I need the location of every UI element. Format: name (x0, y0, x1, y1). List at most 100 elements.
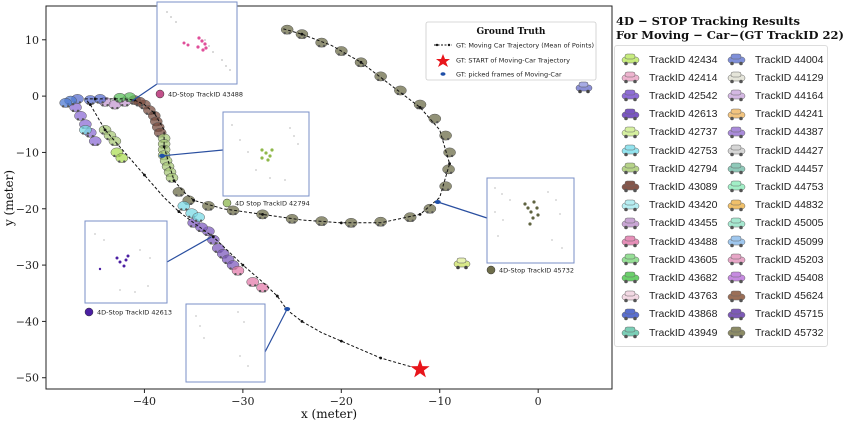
track-marker (280, 24, 294, 35)
legend-item-label: TrackID 45099 (755, 235, 824, 248)
car-icon (621, 326, 640, 339)
legend-item-label: TrackID 43488 (649, 235, 718, 248)
legend-item-label: TrackID 42794 (649, 162, 718, 175)
callout-line (162, 149, 224, 157)
car-icon (727, 217, 746, 230)
car-icon (727, 253, 746, 266)
legend-item: TrackID 42434 (621, 51, 717, 68)
legend-item: TrackID 43455 (621, 215, 717, 232)
legend-item: TrackID 44241 (727, 106, 823, 123)
track-marker (423, 203, 437, 214)
car-icon (727, 71, 746, 84)
track-marker (231, 265, 245, 276)
inset-marker-42613 (84, 307, 94, 317)
x-tick-label: −20 (330, 395, 353, 408)
inset-panel-empty (185, 303, 266, 383)
car-icon (621, 181, 640, 193)
track-marker (413, 99, 427, 110)
gt-trajectory (84, 28, 451, 371)
legend-item-label: TrackID 42613 (649, 108, 718, 121)
legend-item: TrackID 44427 (727, 142, 823, 159)
x-tick-label: −30 (231, 395, 254, 408)
track-marker (246, 277, 259, 287)
car-icon (727, 144, 746, 157)
legend-item-label: TrackID 45715 (755, 308, 824, 321)
car-icon (727, 53, 746, 66)
legend-item-label: TrackID 42753 (649, 144, 718, 157)
gt-trajectory-point (88, 103, 92, 106)
legend-item: TrackID 42414 (621, 69, 717, 86)
track-marker (394, 85, 407, 96)
track-marker (428, 113, 442, 124)
gt-trajectory-point (418, 212, 422, 216)
track-marker (172, 187, 186, 197)
gt-trajectory-point (192, 198, 196, 202)
x-tick-label: −40 (133, 395, 156, 408)
legend-item: TrackID 43949 (621, 324, 717, 341)
gt-trajectory-point (241, 263, 245, 267)
legend-item-label: TrackID 43089 (649, 180, 718, 193)
car-icon (621, 199, 640, 211)
legend-item: TrackID 42542 (621, 87, 717, 104)
legend-item: TrackID 43682 (621, 269, 717, 286)
legend-item: TrackID 44004 (727, 51, 823, 68)
gt-trajectory-point (339, 339, 343, 343)
car-icon (621, 126, 640, 139)
gt-trajectory-point (152, 111, 156, 115)
picked-frame-marker (434, 200, 441, 205)
legend-item: TrackID 43420 (621, 197, 717, 214)
legend-item: TrackID 45624 (727, 288, 823, 305)
car-icon (621, 290, 640, 302)
legend-title: 4D − STOP Tracking Results For Moving − … (616, 14, 844, 42)
track-marker (403, 212, 417, 223)
legend-item: TrackID 45408 (727, 269, 823, 286)
track-marker (88, 136, 102, 147)
car-icon (727, 235, 746, 248)
gt-trajectory-point (103, 128, 107, 132)
legend-item-label: TrackID 44427 (755, 144, 824, 157)
legend-item-label: TrackID 43420 (649, 199, 718, 212)
legend-item-label: TrackID 44387 (755, 126, 824, 139)
legend-item: TrackID 44129 (727, 69, 823, 86)
legend-item: TrackID 45203 (727, 251, 823, 268)
track-marker (113, 92, 127, 103)
legend-item-label: TrackID 45732 (755, 326, 824, 339)
legend-item-label: TrackID 42414 (649, 71, 718, 84)
track-marker (442, 164, 455, 175)
legend-item: TrackID 43605 (621, 251, 717, 268)
car-icon (727, 181, 746, 193)
inset-marker-42794 (222, 198, 232, 208)
track-legend: 4D − STOP Tracking Results For Moving − … (614, 0, 844, 426)
legend-item: TrackID 44832 (727, 197, 823, 214)
track-marker (315, 37, 328, 48)
y-axis-label: y (meter) (2, 170, 16, 227)
car-icon (621, 53, 640, 66)
inset-panel-42613: 4D-Stop TrackID 42613 (84, 220, 172, 317)
inset-panel-45732: 4D-Stop TrackID 45732 (486, 177, 575, 275)
track-marker (74, 110, 87, 121)
y-tick-label: −10 (16, 146, 39, 159)
legend-item-label: TrackID 43868 (649, 308, 718, 321)
car-icon (621, 253, 640, 266)
gt-trajectory-point (211, 235, 215, 239)
legend-item-label: TrackID 44129 (755, 71, 824, 84)
legend-item: TrackID 45099 (727, 233, 823, 250)
legend-item-label: TrackID 44004 (755, 53, 824, 66)
track-marker (226, 205, 240, 216)
track-marker (108, 136, 122, 147)
legend-item-label: TrackID 45624 (755, 290, 824, 303)
legend-item-label: TrackID 45203 (755, 253, 824, 266)
legend-item: TrackID 44753 (727, 178, 823, 195)
gt-trajectory-point (275, 294, 279, 298)
legend-item: TrackID 44164 (727, 87, 823, 104)
car-icon (621, 272, 640, 284)
x-tick-label: 0 (535, 395, 542, 408)
legend-item-label: TrackID 44753 (755, 180, 824, 193)
legend-item-label: TrackID 43455 (649, 217, 718, 230)
legend-item: TrackID 43763 (621, 288, 717, 305)
car-icon (621, 162, 640, 175)
gt-trajectory-point (300, 320, 304, 323)
gt-trajectory-point (339, 221, 343, 225)
